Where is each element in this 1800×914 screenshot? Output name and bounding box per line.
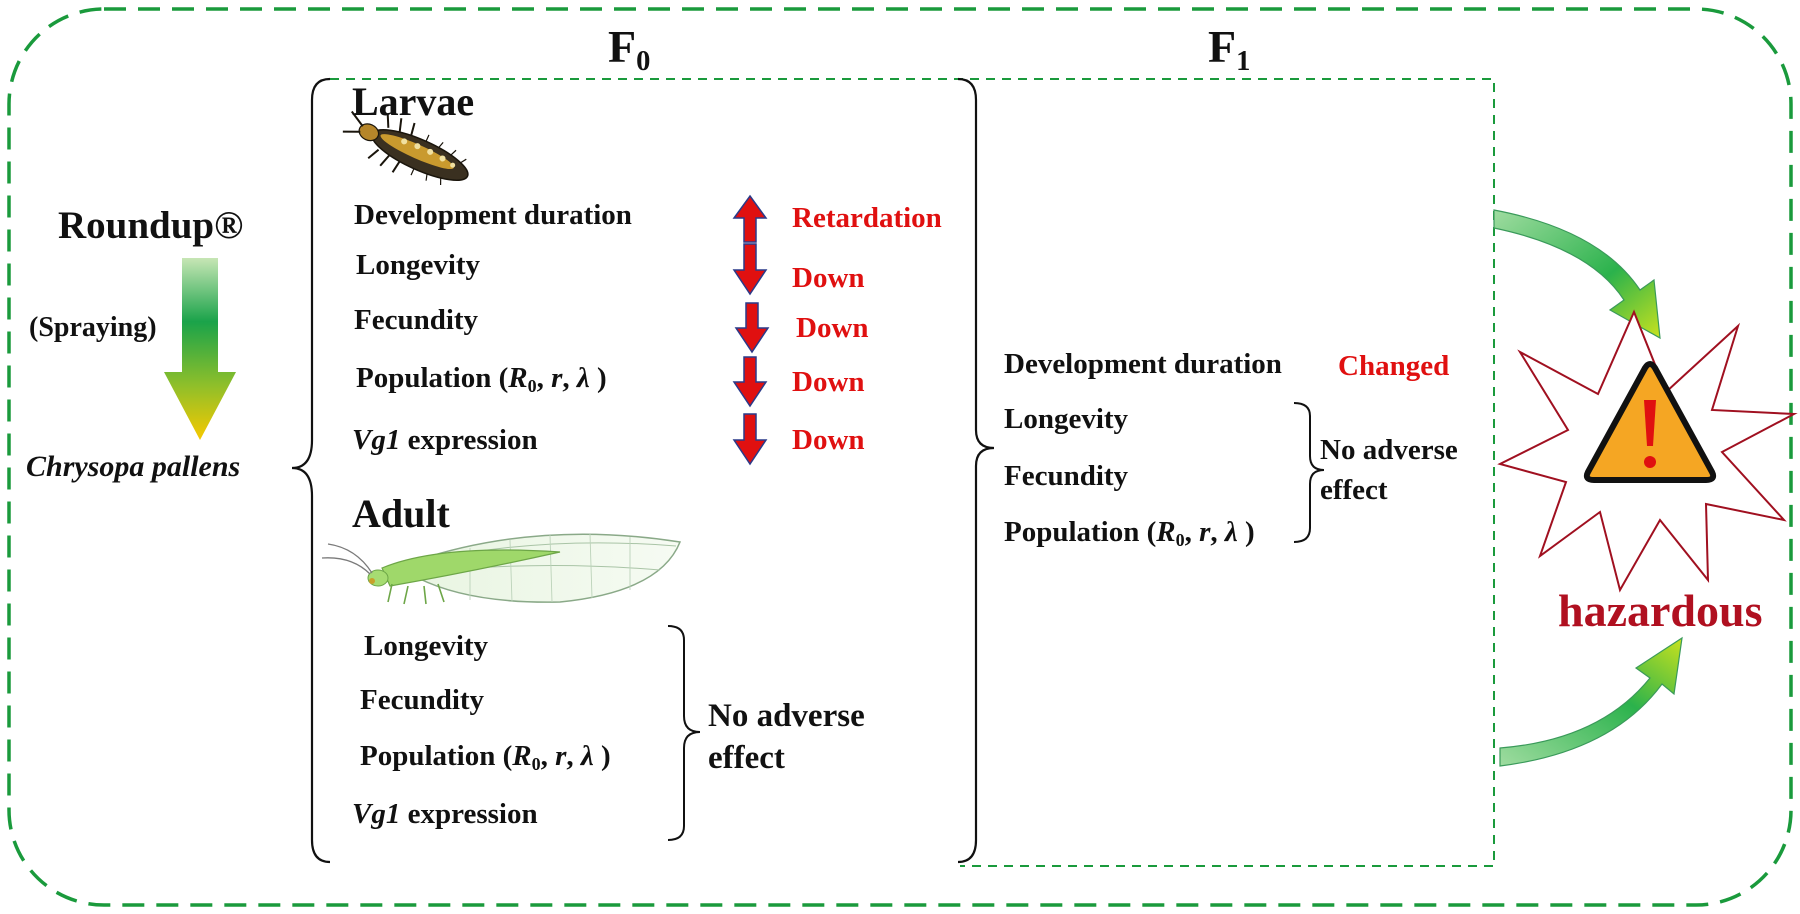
larvae-vg1-effect: Down: [792, 424, 865, 456]
larvae-development-label: Development duration: [354, 199, 632, 231]
adult-longevity-label: Longevity: [364, 630, 489, 662]
adult-conclusion-line1: No adverse: [708, 698, 865, 734]
f0-left-brace: [291, 77, 331, 864]
f1-fecundity-label: Fecundity: [1004, 460, 1129, 492]
larvae-development-effect: Retardation: [792, 202, 942, 234]
f1-development-effect: Changed: [1338, 350, 1450, 382]
adult-population-label: Population (R0, r, λ ): [360, 740, 611, 775]
gradient-down-arrow-icon: [164, 258, 236, 440]
f0-header: F0: [608, 21, 651, 77]
f1-population-label: Population (R0, r, λ ): [1004, 516, 1255, 551]
f1-dashed-region: [330, 78, 1495, 867]
hazard-label: hazardous: [1558, 585, 1763, 636]
down-arrow-icon-3: [732, 356, 768, 408]
adult-vg1-label: Vg1 expression: [352, 798, 538, 830]
outer-frame: [7, 7, 1793, 907]
f1-conclusion-line1: No adverse: [1320, 434, 1458, 466]
f1-conclusion-line2: effect: [1320, 474, 1388, 506]
adult-group-brace: [667, 625, 701, 841]
down-arrow-icon-4: [732, 413, 768, 466]
species-name: Chrysopa pallens: [26, 450, 241, 483]
f0-right-brace: [957, 77, 995, 864]
curved-arrow-icon-bottom: [1499, 636, 1683, 767]
larvae-longevity-effect: Down: [792, 262, 865, 294]
treatment-product: Roundup®: [58, 204, 244, 247]
down-arrow-icon-1: [732, 243, 768, 296]
treatment-method: (Spraying): [29, 312, 157, 343]
larva-illustration: [342, 110, 469, 185]
adult-conclusion-line2: effect: [708, 740, 785, 776]
curved-arrow-icon-top: [1493, 209, 1661, 340]
up-arrow-icon: [732, 194, 768, 243]
larvae-population-label: Population (R0, r, λ ): [356, 362, 607, 397]
larvae-title: Larvae: [352, 79, 475, 124]
larvae-vg1-label: Vg1 expression: [352, 424, 538, 456]
down-arrow-icon-2: [734, 302, 770, 354]
larvae-fecundity-label: Fecundity: [354, 304, 479, 336]
lacewing-adult-illustration: [321, 533, 682, 605]
adult-title: Adult: [352, 491, 450, 536]
adult-fecundity-label: Fecundity: [360, 684, 485, 716]
larvae-longevity-label: Longevity: [356, 249, 481, 281]
f1-group-brace: [1293, 402, 1325, 543]
warning-icon: [1583, 361, 1717, 483]
larvae-fecundity-effect: Down: [796, 312, 869, 344]
larvae-population-effect: Down: [792, 366, 865, 398]
f1-development-label: Development duration: [1004, 348, 1282, 380]
f1-header: F1: [1208, 21, 1251, 77]
f1-longevity-label: Longevity: [1004, 403, 1129, 435]
